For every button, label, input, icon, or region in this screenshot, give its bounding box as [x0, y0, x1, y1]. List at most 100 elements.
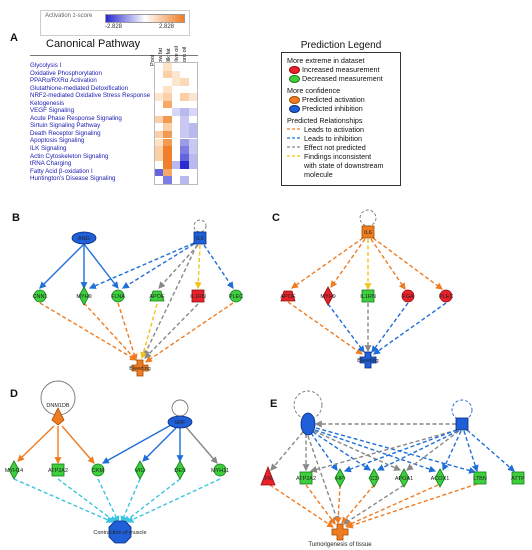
legend-rel-incons-1: Findings inconsistent — [304, 152, 372, 161]
heatmap-cell — [171, 161, 181, 169]
self-loop-edge — [451, 399, 473, 421]
ckm-node — [91, 463, 105, 477]
node-label: C3 — [370, 476, 377, 482]
pathway-label: Actin Cytoskeleton Signaling — [30, 152, 109, 160]
hp-node — [334, 468, 346, 488]
colorbar-label: Activation z-score — [45, 13, 93, 19]
pathway-label: ILK Signaling — [30, 145, 67, 153]
network-edge — [123, 478, 181, 523]
network-edge — [126, 478, 221, 523]
heatmap-cell — [163, 130, 172, 139]
heatmap-cell — [180, 153, 189, 162]
heatmap-cell — [188, 153, 197, 162]
network-edge — [143, 244, 198, 358]
node-label: ATTP — [511, 476, 525, 482]
network-edge — [330, 238, 366, 288]
heatmap-cell — [155, 168, 164, 177]
acox1-node — [434, 468, 446, 488]
legend-pred-act: Predicted activation — [302, 95, 365, 104]
node-label: VIG — [135, 468, 144, 474]
pathway-label: PPARα/RXRα Activation — [30, 77, 97, 85]
node-label: MYH11 — [211, 468, 229, 474]
legend-rel-act: Leads to activation — [304, 125, 364, 134]
network-edge — [145, 302, 234, 363]
heatmap-cell — [180, 108, 189, 116]
heatmap-cell — [180, 85, 189, 94]
apoa1-node — [398, 468, 410, 488]
ltbn-node — [473, 471, 487, 485]
network-edge — [88, 242, 195, 289]
pred-act-marker — [289, 96, 300, 104]
node-label: APOA1 — [395, 476, 413, 482]
legend-increased: Increased measurement — [302, 65, 380, 74]
node-label: MYH9 — [320, 294, 335, 300]
pathway-label: Glutathione-mediated Detoxification — [30, 84, 129, 92]
pathway-label: Oxidative Phosphorylation — [30, 69, 102, 77]
network-edges — [13, 209, 515, 529]
network-edge — [463, 430, 479, 473]
heatmap-cell — [188, 161, 197, 169]
network-edge — [291, 237, 364, 289]
network-edge — [442, 430, 462, 472]
atp2a2-node — [299, 471, 313, 485]
heatmap-cell — [155, 176, 164, 184]
network-edge — [17, 425, 55, 462]
network-edge — [327, 303, 365, 353]
legend-sec3-title: Predicted Relationships — [287, 116, 363, 125]
network-edge — [305, 484, 336, 525]
heatmap-cell — [188, 93, 197, 101]
network-edge — [269, 484, 334, 528]
node-label: Bleeding — [357, 358, 378, 364]
colorbar-max: 2.828 — [159, 24, 175, 30]
heatmap-cell — [171, 85, 181, 94]
heatmap-cell — [188, 108, 197, 116]
node-label: ACOX1 — [431, 476, 450, 482]
heatmap-cell — [171, 93, 181, 101]
node-label: CKM — [92, 468, 105, 474]
pathway-label: Death Receptor Signaling — [30, 129, 101, 137]
pathway-label: Ketogenesis — [30, 99, 65, 107]
heatmap-cell — [171, 176, 181, 184]
heatmap-cell — [171, 115, 181, 124]
network-edge — [370, 238, 406, 290]
pathway-label: NRF2-mediated Oxidative Stress Response — [30, 92, 151, 100]
network-edge — [343, 429, 458, 473]
heatmap-cell — [163, 100, 172, 109]
legend-sec1-title: More extreme in dataset — [287, 56, 365, 65]
network-edge — [101, 424, 172, 464]
network-edge — [371, 302, 409, 353]
heatmap-cell — [180, 70, 189, 79]
heatmap-cell — [163, 70, 172, 79]
network-edge — [307, 435, 340, 524]
heatmap-cell — [155, 115, 164, 124]
heatmap-cell — [155, 63, 164, 71]
vig-node — [134, 460, 146, 480]
myh11-node — [213, 463, 227, 477]
decreased-marker — [289, 75, 300, 83]
node-label: FGA — [402, 294, 414, 300]
heatmap-cell — [180, 63, 189, 71]
network-edge — [314, 429, 437, 473]
network-edge — [120, 478, 141, 524]
pathway-label: Huntington's Disease Signaling — [30, 175, 116, 183]
myh9-node — [78, 286, 90, 306]
heatmap-cell — [171, 130, 181, 139]
heatmap-cell — [180, 176, 189, 184]
heatmap-grid — [154, 62, 198, 185]
node-label: IL1RN — [360, 294, 376, 300]
regulator-node — [300, 412, 316, 436]
heatmap-cell — [163, 168, 172, 177]
regulator-node — [455, 417, 469, 431]
tumorigenesis-node — [331, 523, 349, 541]
heatmap-cell — [163, 146, 172, 154]
heatmap-cell — [171, 123, 181, 131]
heatmap-cell — [163, 161, 172, 169]
heatmap-cell — [155, 161, 164, 169]
bleeding-node — [131, 359, 149, 377]
heatmap-cell — [188, 130, 197, 139]
panel-a-underline — [30, 55, 198, 56]
heatmap-cell — [188, 78, 197, 86]
heatmap-cell — [155, 70, 164, 79]
